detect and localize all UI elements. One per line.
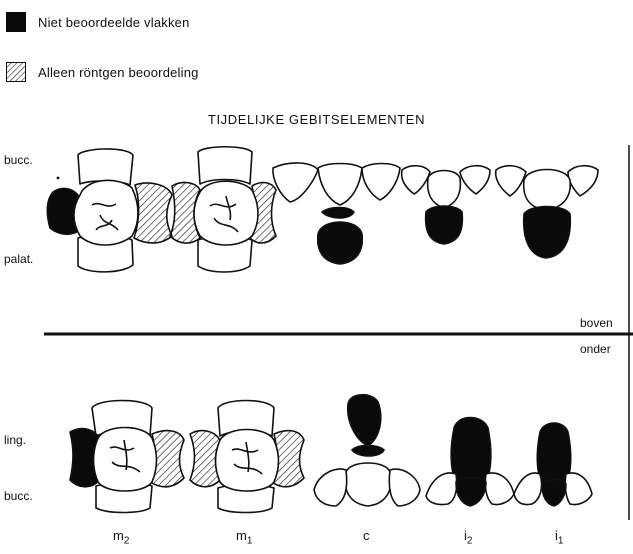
lower-c-tooth: [314, 395, 420, 506]
dot-mark: [57, 177, 60, 180]
lower-c-contact-black: [352, 446, 384, 457]
lower-i2-incisal-black: [456, 478, 486, 507]
lower-i1-incisal-black: [542, 480, 566, 507]
upper-m2-distal-hatched: [134, 183, 172, 243]
lower-c-lingual-black: [348, 395, 381, 446]
tooth-label-i2: i2: [464, 528, 472, 547]
lower-m2-tooth: [70, 401, 184, 513]
lower-i1-tooth: [514, 423, 592, 506]
lower-m1-tooth: [190, 401, 304, 513]
upper-c-palatal-black: [318, 222, 363, 264]
upper-c-contact-black: [322, 208, 354, 219]
tooth-label-i1: i1: [555, 528, 563, 547]
upper-i1-palatal-black: [524, 207, 571, 259]
upper-m2-tooth: [47, 149, 172, 272]
tooth-label-c: c: [363, 528, 370, 547]
upper-i2-palatal-black: [426, 206, 463, 244]
tooth-label-m2: m2: [113, 528, 129, 547]
upper-c-tooth: [273, 163, 400, 264]
lower-i2-tooth: [426, 418, 514, 507]
upper-m1-tooth: [170, 147, 276, 272]
upper-i1-tooth: [496, 166, 598, 258]
upper-i2-tooth: [402, 166, 490, 244]
tooth-label-m1: m1: [236, 528, 252, 547]
